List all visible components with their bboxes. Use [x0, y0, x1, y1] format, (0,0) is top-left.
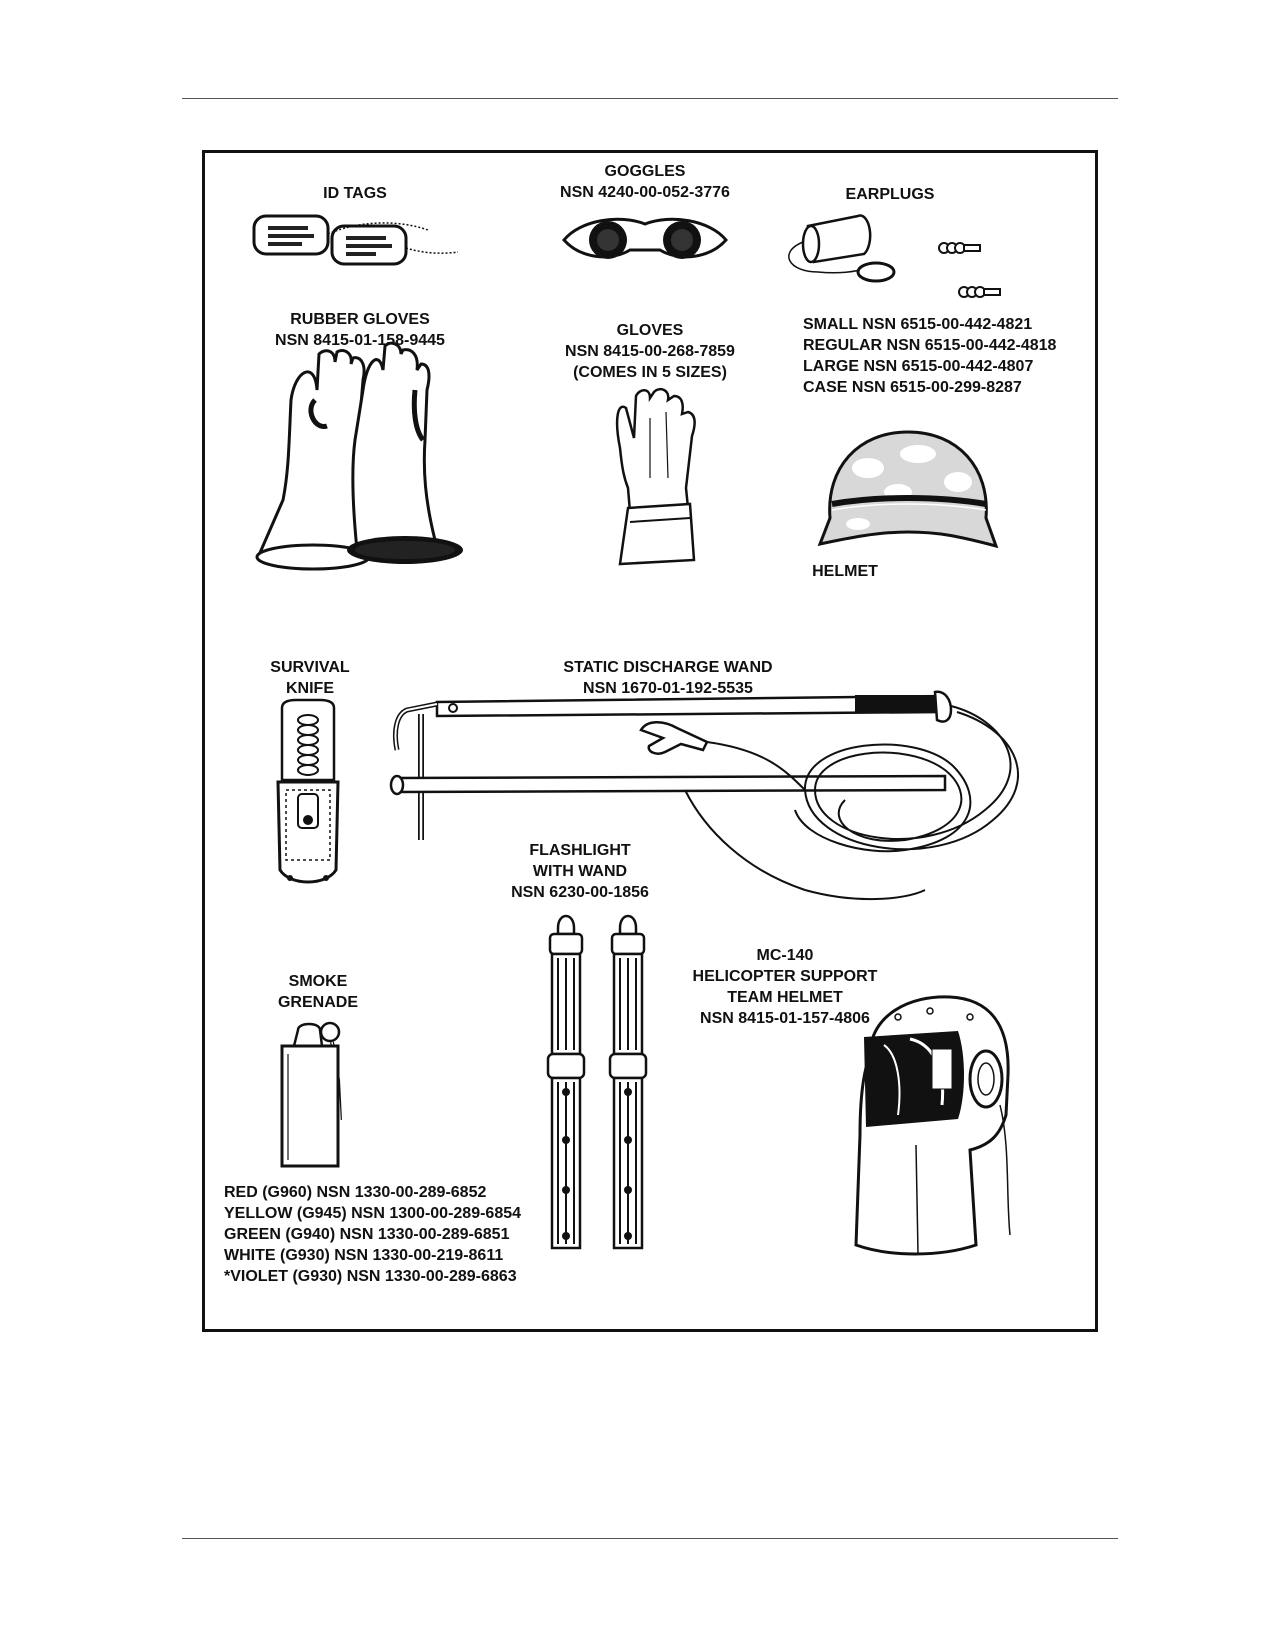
goggles-icon	[560, 210, 730, 259]
mc140-line1: MC-140	[756, 947, 814, 964]
smoke-grenade-label: SMOKE GRENADE	[268, 971, 368, 1013]
earplugs-large: LARGE NSN 6515-00-442-4807	[803, 358, 1034, 375]
goggles-title: GOGGLES	[604, 163, 686, 180]
mc140-helmet-icon	[850, 995, 1015, 1260]
smoke-grenade-yellow: YELLOW (G945) NSN 1300-00-289-6854	[224, 1205, 522, 1222]
mc140-line2: HELICOPTER SUPPORT	[692, 968, 878, 985]
earplugs-regular: REGULAR NSN 6515-00-442-4818	[803, 337, 1057, 354]
earplugs-title: EARPLUGS	[845, 186, 935, 203]
gloves-label: GLOVES NSN 8415-00-268-7859 (COMES IN 5 …	[550, 320, 750, 383]
rubber-gloves-title: RUBBER GLOVES	[290, 311, 430, 328]
smoke-grenade-icon	[280, 1020, 355, 1170]
survival-knife-line1: SURVIVAL	[270, 659, 350, 676]
bottom-rule	[182, 1538, 1118, 1539]
helmet-icon	[818, 428, 998, 558]
flashlight-line2: WITH WAND	[532, 863, 628, 880]
smoke-grenade-line2: GRENADE	[277, 994, 358, 1011]
static-wand-title: STATIC DISCHARGE WAND	[563, 659, 773, 676]
smoke-grenade-variants: RED (G960) NSN 1330-00-289-6852 YELLOW (…	[224, 1182, 521, 1287]
top-rule	[182, 98, 1118, 99]
static-wand-label: STATIC DISCHARGE WAND NSN 1670-01-192-55…	[548, 657, 788, 699]
flashlight-line1: FLASHLIGHT	[529, 842, 631, 859]
smoke-grenade-red: RED (G960) NSN 1330-00-289-6852	[224, 1184, 487, 1201]
figure-frame	[202, 150, 1098, 1332]
flashlight-icon	[544, 910, 664, 1260]
smoke-grenade-line1: SMOKE	[288, 973, 348, 990]
rubber-gloves-label: RUBBER GLOVES NSN 8415-01-158-9445	[260, 309, 460, 351]
gloves-icon	[610, 388, 710, 568]
id-tags-icon	[250, 212, 460, 268]
gloves-nsn: NSN 8415-00-268-7859	[565, 343, 735, 360]
rubber-gloves-nsn: NSN 8415-01-158-9445	[275, 332, 445, 349]
earplugs-icon	[778, 212, 1008, 312]
earplugs-case: CASE NSN 6515-00-299-8287	[803, 379, 1022, 396]
survival-knife-label: SURVIVAL KNIFE	[260, 657, 360, 699]
gloves-note: (COMES IN 5 SIZES)	[573, 364, 727, 381]
helmet-title: HELMET	[812, 563, 878, 580]
earplugs-nsn-list: SMALL NSN 6515-00-442-4821 REGULAR NSN 6…	[803, 314, 1056, 398]
flashlight-label: FLASHLIGHT WITH WAND NSN 6230-00-1856	[500, 840, 660, 903]
mc140-line3: TEAM HELMET	[727, 989, 843, 1006]
rubber-gloves-icon	[255, 350, 463, 585]
smoke-grenade-green: GREEN (G940) NSN 1330-00-289-6851	[224, 1226, 510, 1243]
flashlight-nsn: NSN 6230-00-1856	[511, 884, 649, 901]
survival-knife-icon	[276, 700, 340, 895]
id-tags-title: ID TAGS	[323, 185, 387, 202]
mc140-nsn: NSN 8415-01-157-4806	[700, 1010, 870, 1027]
mc140-label: MC-140 HELICOPTER SUPPORT TEAM HELMET NS…	[680, 945, 890, 1029]
gloves-title: GLOVES	[616, 322, 684, 339]
goggles-label: GOGGLES NSN 4240-00-052-3776	[545, 161, 745, 203]
goggles-nsn: NSN 4240-00-052-3776	[560, 184, 730, 201]
static-wand-icon	[385, 690, 1035, 925]
static-wand-nsn: NSN 1670-01-192-5535	[583, 680, 753, 697]
smoke-grenade-violet: *VIOLET (G930) NSN 1330-00-289-6863	[224, 1268, 517, 1285]
smoke-grenade-white: WHITE (G930) NSN 1330-00-219-8611	[224, 1247, 504, 1264]
earplugs-small: SMALL NSN 6515-00-442-4821	[803, 316, 1033, 333]
survival-knife-line2: KNIFE	[286, 680, 334, 697]
